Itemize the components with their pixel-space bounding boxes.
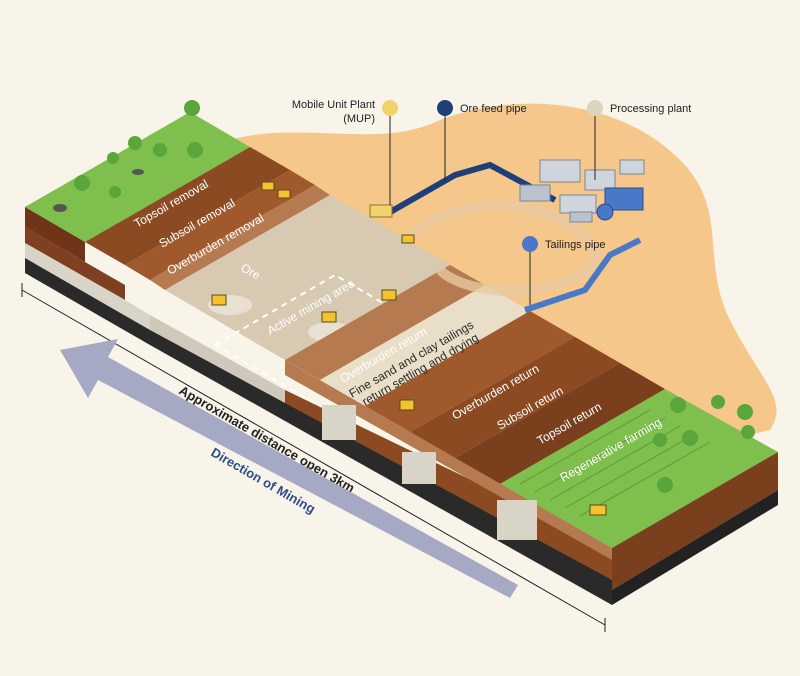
mup-legend-dot (382, 100, 398, 116)
right-face-black (150, 330, 612, 605)
left-face-topsoil (25, 207, 85, 262)
right-side-face (612, 452, 778, 590)
overburden-return-surface (285, 265, 485, 380)
trees-left (53, 100, 203, 212)
subsoil-removal-surface (125, 170, 315, 280)
processing-plant-buildings (519, 159, 645, 223)
mup-legend-label-line1: Mobile Unit Plant (292, 99, 375, 111)
gravel-column (322, 405, 356, 440)
tailings-pipe-line (524, 237, 642, 313)
overburden-removal-surface (150, 185, 330, 290)
overburden-return-2-surface (365, 311, 575, 432)
distance-line (21, 289, 606, 626)
regenerative-farming-surface (500, 389, 778, 548)
topsoil-removal-surface (85, 147, 290, 265)
gravel-column (402, 452, 436, 484)
gravel-column (497, 500, 537, 540)
right-side-face-black (612, 490, 778, 605)
left-face-gravel (25, 243, 150, 330)
subsoil-return-surface (410, 337, 620, 458)
mup-legend-label-line2: (MUP) (343, 113, 375, 125)
processing-plant-legend-dot (587, 100, 603, 116)
processing-plant-legend-label: Processing plant (610, 103, 691, 115)
left-face-subsoil (25, 227, 125, 300)
haul-road (401, 200, 601, 296)
ore-pit-floor (165, 195, 450, 360)
tailings-pipe-legend-label: Tailings pipe (545, 239, 606, 251)
ore-feed-pipe-legend-dot (437, 100, 453, 116)
ore-feed-pipe-legend-label: Ore feed pipe (460, 103, 527, 115)
ore-feed-pipe-line (383, 161, 557, 218)
trees-right (653, 395, 755, 493)
dozers (211, 181, 607, 516)
direction-arrow (60, 339, 518, 598)
left-face-black (25, 258, 150, 345)
tailings-pipe-legend-dot (522, 236, 538, 252)
active-mining-area-outline (213, 273, 452, 414)
topsoil-return-surface (455, 363, 665, 484)
tailings-return-surface (320, 285, 530, 406)
ore-pit-front (150, 315, 285, 405)
mobile-unit-plant (369, 204, 393, 218)
